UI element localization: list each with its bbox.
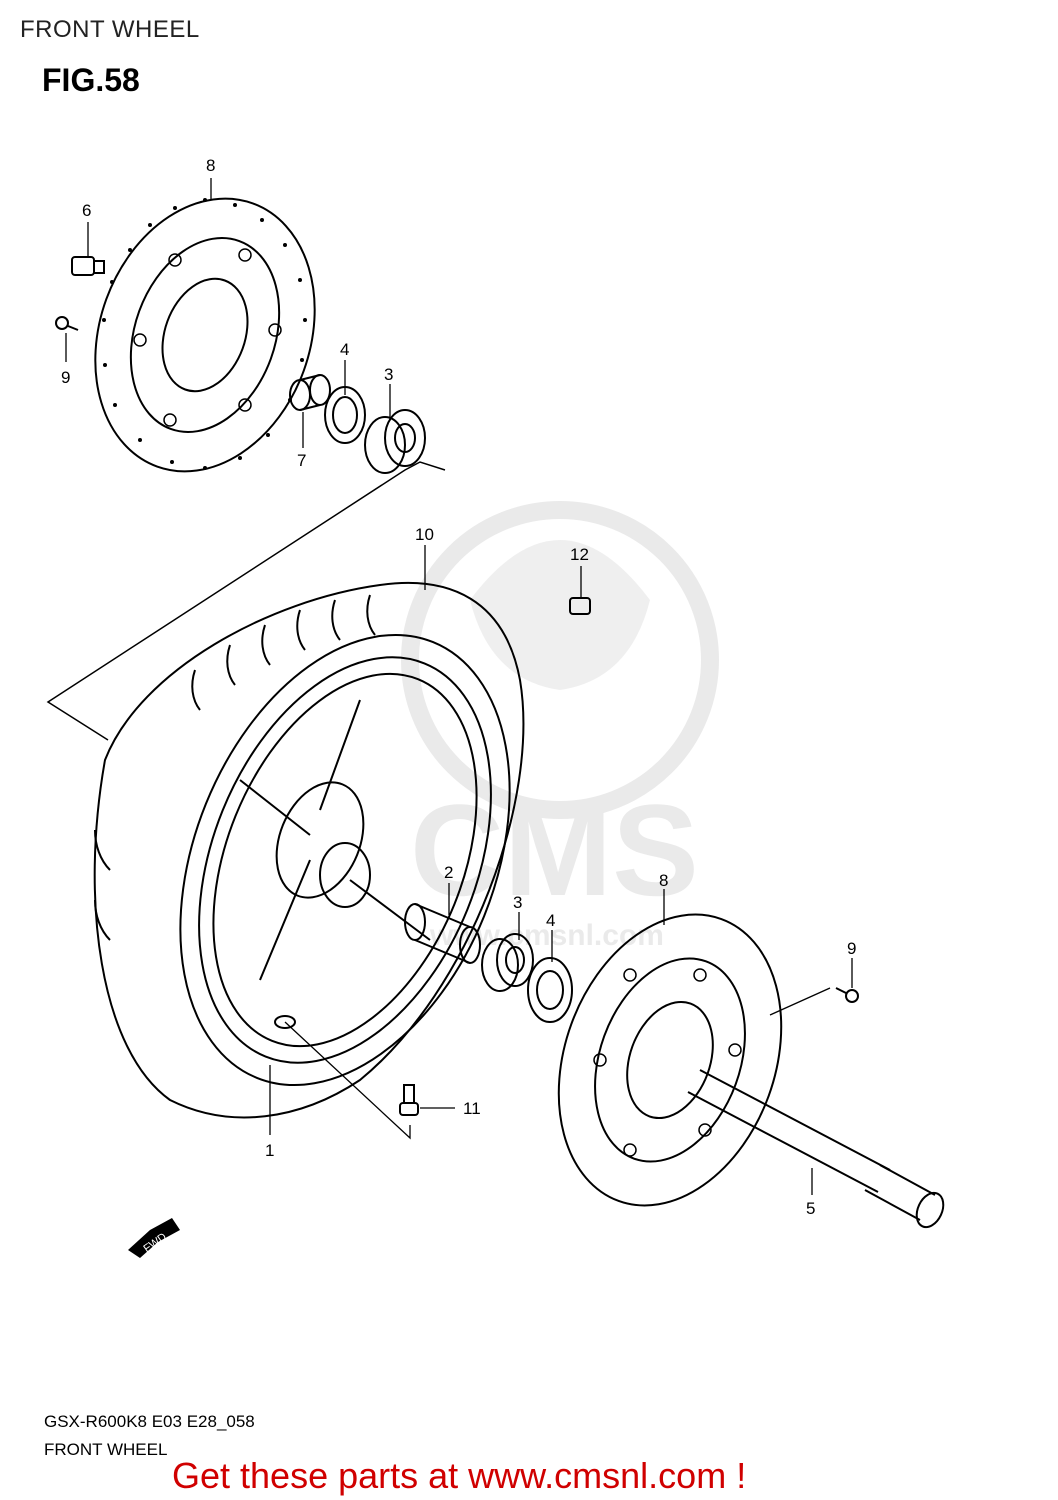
bearing-3-lower — [481, 933, 534, 992]
callout-3-lower: 3 — [513, 893, 522, 912]
callout-4-top: 4 — [340, 340, 349, 359]
callout-7: 7 — [297, 451, 306, 470]
leader-lines — [65, 178, 853, 1195]
wheel-and-tire — [93, 581, 525, 1119]
cms-watermark: CMS www.cmsnl.com — [401, 501, 719, 952]
footer-diagram-name: FRONT WHEEL — [44, 1440, 168, 1459]
clip-12 — [569, 597, 591, 615]
screw-9-lower — [835, 987, 859, 1003]
hub-spacer-2 — [404, 903, 481, 964]
page-header: FRONT WHEEL — [20, 16, 200, 43]
callout-5: 5 — [806, 1199, 815, 1218]
callout-1: 1 — [265, 1141, 274, 1160]
oil-seal-4-lower — [527, 957, 573, 1023]
spacer-7 — [289, 374, 331, 411]
callout-8-lower: 8 — [659, 871, 668, 890]
disc-bolt-6 — [71, 256, 105, 276]
disc-top-bolts — [133, 248, 282, 427]
front-axle-5 — [687, 1069, 945, 1229]
air-valve-11 — [399, 1084, 419, 1116]
callout-9-lower: 9 — [847, 939, 856, 958]
promo-link[interactable]: Get these parts at www.cmsnl.com ! — [172, 1455, 747, 1496]
assembly-boundary-line — [46, 461, 446, 741]
figure-label: FIG.58 — [42, 62, 140, 98]
callout-2: 2 — [444, 863, 453, 882]
disc-lower-bolts — [593, 968, 742, 1157]
model-code: GSX-R600K8 E03 E28_058 — [44, 1412, 255, 1431]
oil-seal-4-top — [324, 386, 366, 444]
callout-12: 12 — [570, 545, 589, 564]
brake-disc-top — [94, 197, 316, 473]
callout-10: 10 — [415, 525, 434, 544]
disc-top-drill-holes — [102, 198, 307, 470]
callout-numbers: 8 6 9 4 3 7 10 12 2 8 3 4 9 11 1 5 — [61, 156, 856, 1218]
watermark-site: www.cmsnl.com — [429, 919, 664, 952]
callout-6: 6 — [82, 201, 91, 220]
callout-9-top: 9 — [61, 368, 70, 387]
tire-tread-marks — [94, 594, 376, 941]
bearing-3-top — [364, 409, 426, 474]
callout-3-top: 3 — [384, 365, 393, 384]
callout-8-top: 8 — [206, 156, 215, 175]
forward-direction-badge: FWD — [128, 1218, 180, 1258]
watermark-brand: CMS — [410, 777, 699, 923]
callout-11: 11 — [463, 1099, 481, 1118]
screw-9-top — [55, 316, 79, 331]
callout-4-lower: 4 — [546, 911, 555, 930]
